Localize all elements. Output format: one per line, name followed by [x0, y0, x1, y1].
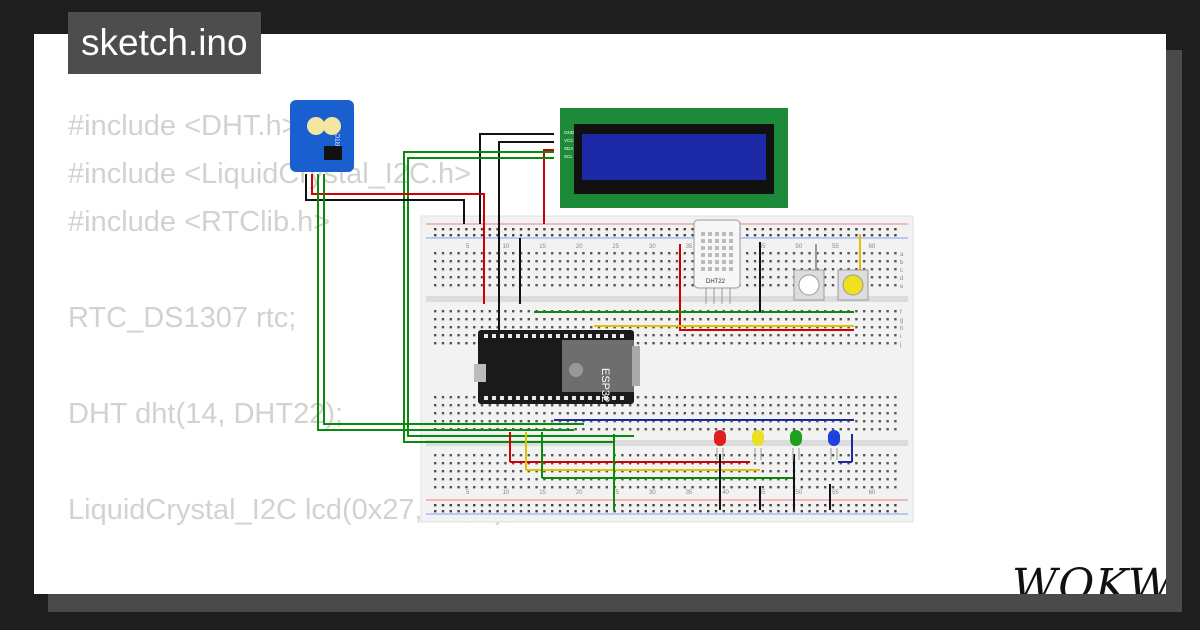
breadboard-column-number: 30 — [649, 244, 656, 250]
breadboard-column-number: 10 — [503, 490, 510, 496]
breadboard-column-number: 20 — [576, 490, 583, 496]
push-button[interactable] — [793, 269, 825, 301]
breadboard-column-number: 55 — [832, 244, 839, 250]
dht-label: DHT22 — [706, 279, 726, 285]
breadboard-row-letter: h — [900, 326, 903, 332]
code-line: } — [68, 582, 513, 594]
breadboard-column-number: 60 — [869, 490, 876, 496]
wires — [305, 133, 861, 510]
lcd-pin-label: VCC — [564, 138, 574, 143]
esp32-board[interactable]: ESP32 — [474, 330, 640, 404]
breadboard-column-number: 45 — [759, 490, 766, 496]
sketch-title[interactable]: sketch.ino — [68, 12, 261, 74]
breadboard-column-number: 5 — [466, 490, 470, 496]
breadboard-column-number: 10 — [503, 244, 510, 250]
breadboard-row-letter: i — [900, 334, 901, 340]
code-line: #include <DHT.h> — [68, 110, 299, 142]
lcd-pin-label: GND — [564, 130, 575, 135]
breadboard-column-number: 50 — [795, 490, 802, 496]
circuit-diagram[interactable]: 5510101515202025253030353540404545505055… — [34, 34, 1166, 594]
breadboard-column-number: 50 — [795, 244, 802, 250]
breadboard-column-number: 35 — [686, 244, 693, 250]
esp32-label: ESP32 — [599, 368, 611, 402]
breadboard-row-letter: d — [900, 276, 903, 282]
rtc-label: RTC — [336, 133, 342, 146]
breadboard-column-number: 60 — [869, 244, 876, 250]
breadboard-column-number: 15 — [539, 490, 546, 496]
breadboard-column-number: 30 — [649, 490, 656, 496]
breadboard-row-letter: a — [900, 252, 904, 258]
lcd-pin-label: SDA — [564, 146, 573, 151]
breadboard-column-number: 40 — [722, 490, 729, 496]
dht22-sensor[interactable]: DHT22 — [693, 219, 741, 304]
led[interactable] — [790, 430, 802, 460]
breadboard-column-number: 55 — [832, 490, 839, 496]
code-line: #include <RTClib.h> — [68, 206, 331, 238]
breadboard-row-letter: g — [900, 318, 903, 324]
rtc-module[interactable]: RTC — [290, 100, 354, 172]
breadboard-column-number: 20 — [576, 244, 583, 250]
breadboard-column-number: 35 — [686, 490, 693, 496]
breadboard-row-letter: f — [900, 310, 902, 316]
code-line: DHT dht(14, DHT22); — [68, 398, 344, 430]
push-button[interactable] — [837, 269, 869, 301]
breadboard-row-letter: c — [900, 268, 903, 274]
breadboard-column-number: 15 — [539, 244, 546, 250]
led[interactable] — [714, 430, 726, 460]
wokwi-logo: WOKWi — [1012, 560, 1166, 594]
breadboard-column-number: 25 — [612, 244, 619, 250]
breadboard-column-number: 45 — [759, 244, 766, 250]
breadboard-column-number: 5 — [466, 244, 470, 250]
breadboard-column-number: 25 — [612, 490, 619, 496]
led[interactable] — [828, 430, 840, 460]
lcd-display[interactable]: GND VCC SDA SCL — [560, 108, 788, 208]
preview-card[interactable]: #include <DHT.h>#include <LiquidCrystal_… — [34, 34, 1166, 594]
breadboard-row-letter: j — [899, 342, 901, 348]
lcd-pin-label: SCL — [564, 154, 573, 159]
breadboard-row-letter: b — [900, 260, 904, 266]
code-preview: #include <DHT.h>#include <LiquidCrystal_… — [68, 102, 513, 594]
breadboard: 5510101515202025253030353540404545505055… — [420, 215, 914, 523]
code-line: RTC_DS1307 rtc; — [68, 302, 297, 334]
breadboard-row-letter: e — [900, 284, 904, 290]
led[interactable] — [752, 430, 764, 460]
